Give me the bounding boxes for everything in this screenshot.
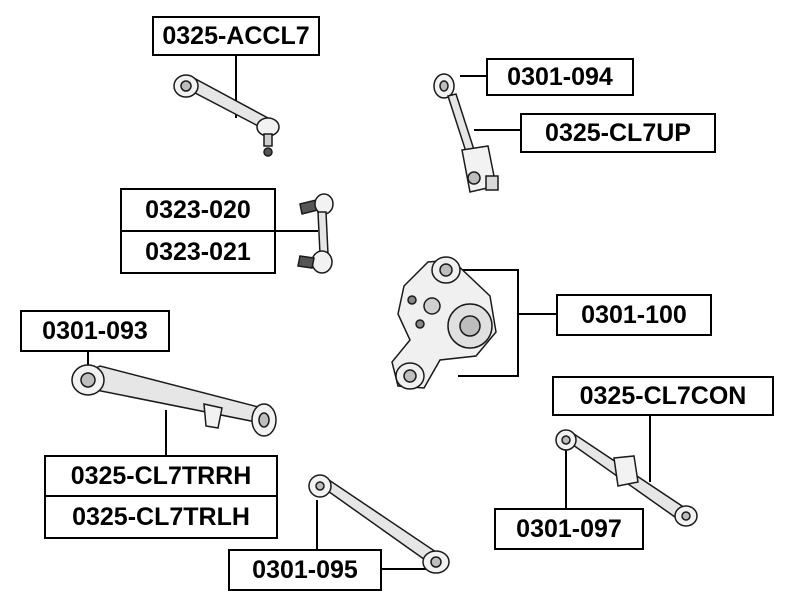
label-0323-020: 0323-020 (120, 188, 276, 232)
label-0323-021: 0323-021 (120, 230, 276, 274)
label-0301-095: 0301-095 (228, 549, 382, 591)
label-0325-cl7trlh: 0325-CL7TRLH (44, 495, 278, 539)
stabilizer-link-part (297, 193, 334, 274)
control-arm-part (555, 429, 698, 527)
lower-arm-part (308, 474, 450, 574)
leader-lines (87, 54, 651, 570)
label-0325-cl7up: 0325-CL7UP (520, 113, 716, 153)
label-0301-100: 0301-100 (556, 294, 712, 336)
leader-0301-100 (458, 269, 519, 377)
label-0301-093: 0301-093 (20, 310, 170, 352)
upper-link-part (433, 73, 499, 193)
trailing-arm-part (71, 364, 277, 437)
label-0301-097: 0301-097 (494, 508, 644, 550)
upper-arm-part (173, 74, 280, 157)
label-0325-accl7: 0325-ACCL7 (152, 16, 320, 56)
rear-knuckle-part (391, 256, 497, 390)
label-0325-cl7con: 0325-CL7CON (552, 376, 774, 416)
label-0301-094: 0301-094 (486, 58, 634, 96)
label-0325-cl7trrh: 0325-CL7TRRH (44, 455, 278, 497)
